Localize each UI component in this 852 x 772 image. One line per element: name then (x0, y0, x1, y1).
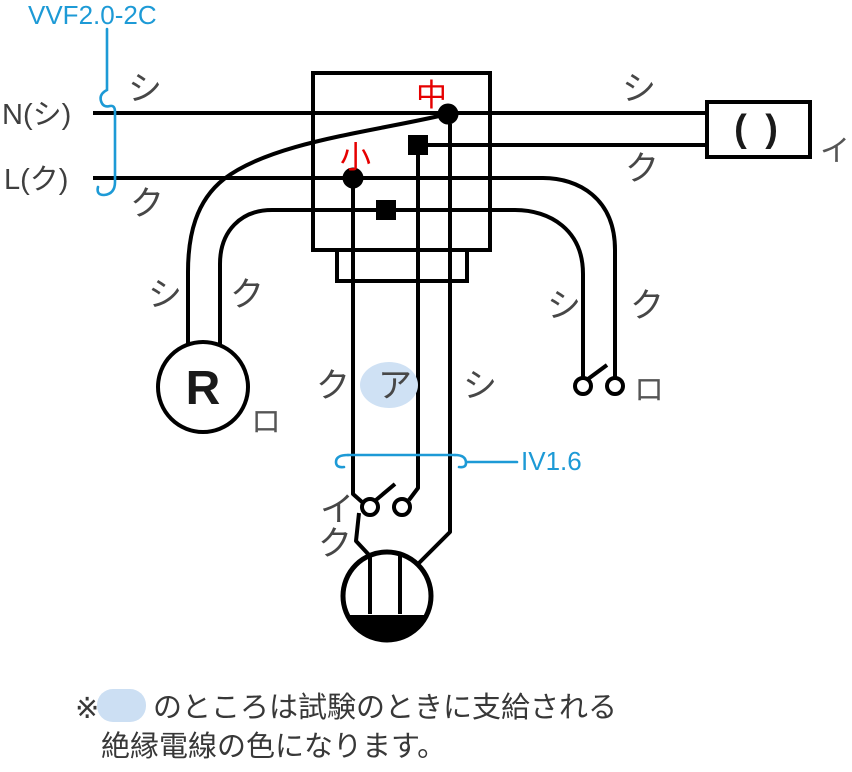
sleeve-small-label: 小 (340, 140, 371, 175)
iv-brace-left-hook (334, 453, 350, 469)
light-circuit-label: イ (820, 135, 850, 168)
caption-mark: ※ (75, 693, 99, 725)
label-receptacle-switched-color: ク (230, 276, 264, 314)
connector-square-top (408, 135, 428, 155)
wire-receptacle-return-to-switch-ro (218, 208, 585, 378)
ceiling-light-symbol: ( ) (734, 108, 782, 150)
wire-neutral-drop-to-outlet (416, 124, 452, 566)
wire-live-to-switch-ro (93, 176, 617, 378)
switch-i-terminal-right (392, 497, 412, 517)
iv-label: IV1.6 (521, 446, 582, 476)
label-source-neutral-color: シ (128, 70, 162, 108)
receptacle-circle (156, 340, 250, 434)
sleeve-mid-label: 中 (416, 78, 447, 113)
label-switch-ro-right-color: ク (630, 287, 664, 325)
label-light-neutral-color: シ (622, 70, 656, 108)
label-mid-right-color: シ (463, 367, 497, 405)
switch-ro-blade (586, 363, 609, 381)
wire-switch-leg-i (407, 155, 420, 502)
ring-sleeve-small-dot (342, 167, 364, 189)
ring-sleeve-mid-dot (437, 103, 459, 125)
switch-ro-terminal-left (573, 376, 593, 396)
switch-ro-terminal-right (605, 376, 625, 396)
connector-square-bottom (376, 200, 396, 220)
caption-line2: 絶縁電線の色になります。 (101, 730, 446, 763)
label-receptacle-neutral-color: シ (148, 276, 182, 314)
switch-i-circuit-label: イ (320, 491, 354, 529)
switch-i-blade (374, 482, 397, 502)
caption-line1: のところは試験のときに支給される (153, 691, 617, 724)
receptacle-circuit-label: ロ (251, 406, 281, 439)
switch-i-terminal-left (360, 497, 380, 517)
outlet-filled-segment (347, 615, 427, 640)
source-live-label: L(ク) (4, 164, 68, 196)
iv-brace-right-hook (453, 453, 468, 469)
switch-i-feed-color-label: ク (318, 525, 352, 563)
label-source-live-color: ク (130, 185, 164, 223)
label-switch-ro-left-color: シ (547, 287, 581, 325)
receptacle-letter: R (186, 362, 221, 415)
label-mid-left-color: ク (316, 367, 350, 405)
caption-color-swatch (97, 689, 146, 722)
source-neutral-label: N(シ) (2, 99, 71, 131)
junction-box-tab (335, 252, 469, 283)
switch-ro-circuit-label: ロ (634, 374, 664, 407)
wire-neutral-to-receptacle (186, 112, 449, 345)
wire-switch-i-to-outlet (354, 512, 372, 558)
vvf-cable-brace (96, 27, 117, 197)
vvf-cable-label: VVF2.0-2C (28, 0, 157, 30)
wire-live-drop-to-switch-i (351, 188, 364, 504)
ceiling-light-box (705, 100, 812, 159)
junction-box (311, 71, 492, 252)
label-light-switched-color: ク (625, 150, 659, 188)
label-mid-center-color: ア (378, 367, 412, 405)
supplied-color-highlight (360, 362, 418, 408)
